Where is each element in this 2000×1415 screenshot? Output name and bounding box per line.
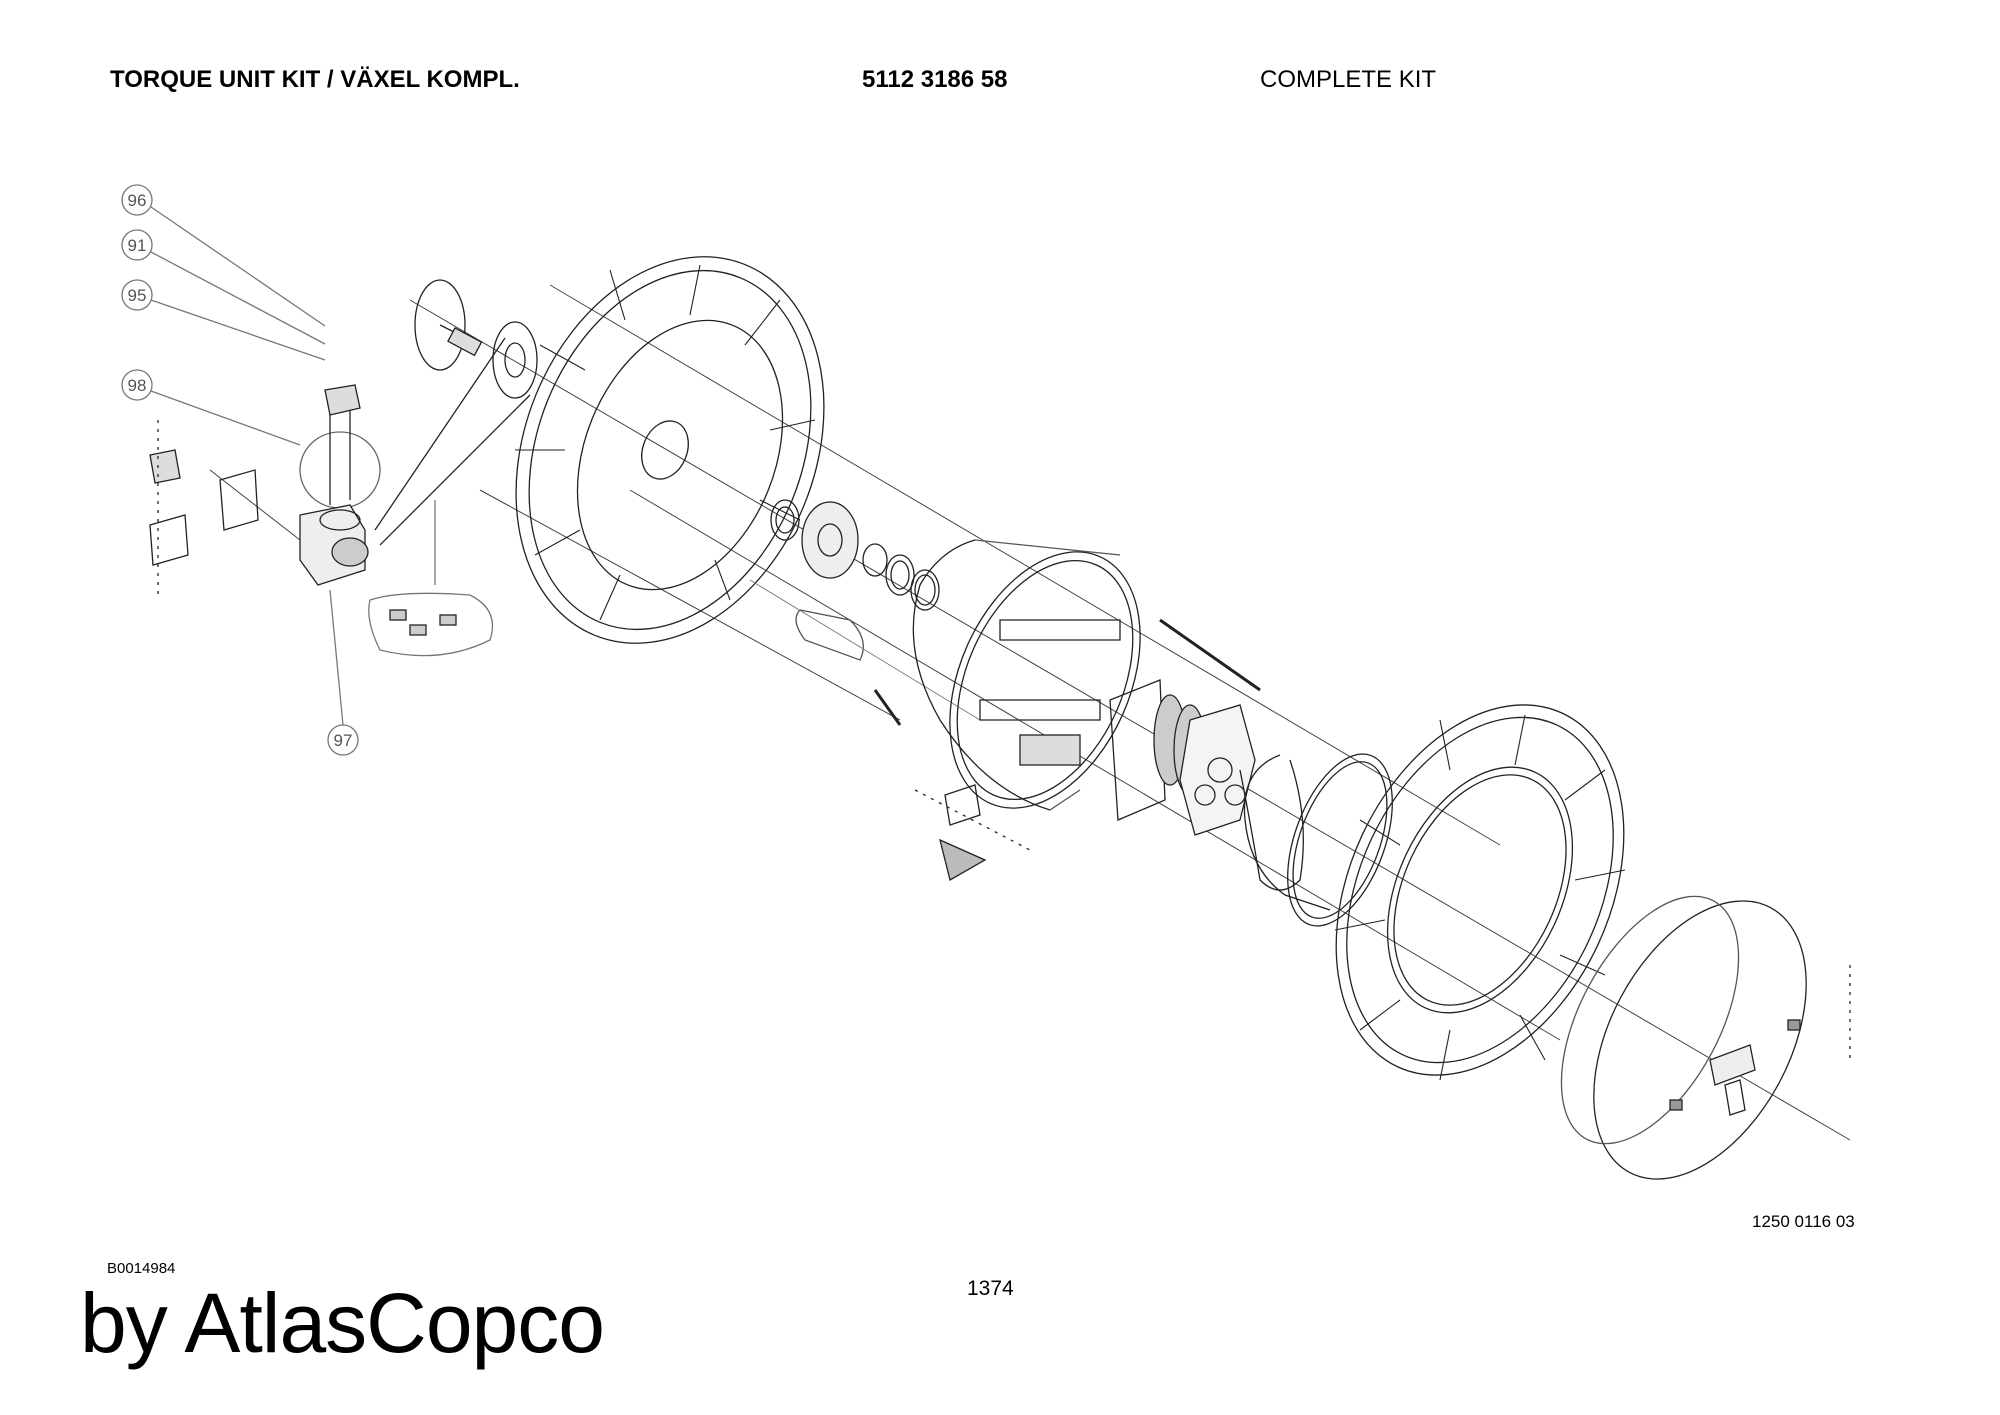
drawing-number: 1250 0116 03	[1752, 1212, 1855, 1231]
drum-cylinder	[912, 539, 1141, 811]
kit-type: COMPLETE KIT	[1260, 66, 1437, 93]
callout-96: 96	[121, 184, 326, 327]
shaft-flange	[374, 279, 538, 546]
callout-label: 96	[128, 191, 147, 210]
part-number: 5112 3186 58	[862, 66, 1008, 93]
axis-lines	[209, 284, 1851, 1141]
gearbox-assembly	[149, 384, 494, 657]
callout-95: 95	[121, 279, 326, 361]
callout-label: 98	[128, 376, 147, 395]
callout-label: 97	[334, 731, 353, 750]
callout-91: 91	[121, 229, 326, 345]
end-cover-disc	[1560, 895, 1851, 1180]
callout-label: 91	[128, 236, 147, 255]
hub-bearing-set	[749, 499, 981, 726]
cone-adaptor	[914, 784, 1031, 881]
reel-flange-right	[1334, 704, 1626, 1081]
reel-flange-left	[515, 256, 825, 644]
callout-97: 97	[327, 589, 359, 756]
slip-ring-unit	[1109, 618, 1304, 891]
document-id: B0014984	[107, 1260, 176, 1277]
inner-drum-ring	[1243, 753, 1393, 927]
brand-logo: by AtlasCopco	[80, 1276, 605, 1370]
page-title: TORQUE UNIT KIT / VÄXEL KOMPL.	[110, 66, 520, 93]
callout-label: 95	[128, 286, 147, 305]
page-number: 1374	[967, 1277, 1014, 1300]
callout-98: 98	[121, 369, 301, 446]
